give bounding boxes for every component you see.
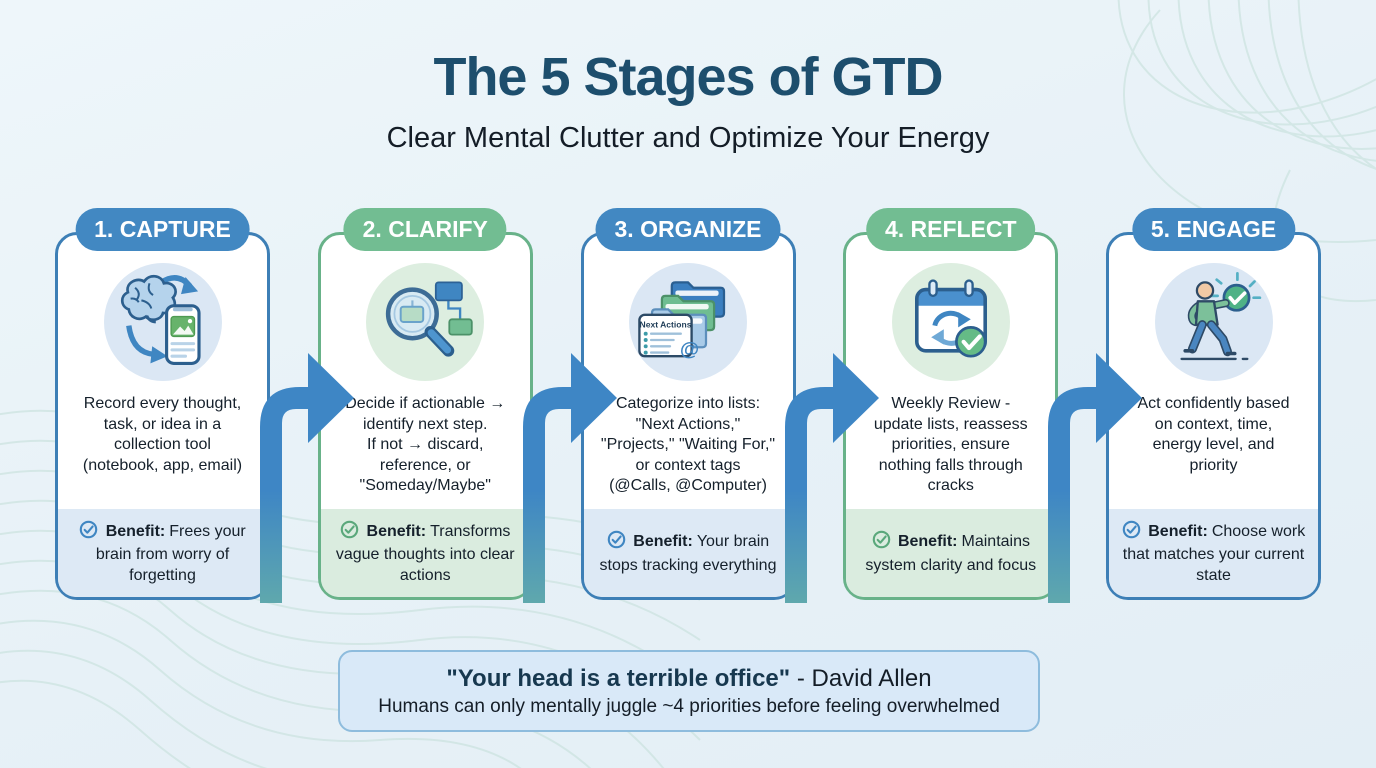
stage-cards-row: 1. CAPTURE xyxy=(55,208,1321,600)
benefit-label: Benefit: xyxy=(105,522,166,540)
quote-attribution: - David Allen xyxy=(790,664,932,692)
person-check-icon xyxy=(1179,272,1261,361)
benefit-label: Benefit: xyxy=(633,533,693,550)
at-symbol: @ xyxy=(680,338,699,360)
brain-to-phone-icon xyxy=(120,274,201,365)
stage-card-engage: 5. ENGAGE xyxy=(1106,208,1321,600)
stage-description: Weekly Review - update lists, reassess p… xyxy=(873,395,1028,494)
magnifier-flowchart-icon xyxy=(386,281,473,357)
benefit-label: Benefit: xyxy=(1148,522,1208,540)
benefit-text: Choose work that matches your current st… xyxy=(1122,522,1306,584)
stage-card-organize: 3. ORGANIZE xyxy=(580,208,796,600)
check-circle-icon xyxy=(1122,520,1145,543)
benefit-label: Benefit: xyxy=(897,533,958,550)
stage-description: Categorize into lists: "Next Actions," "… xyxy=(600,395,776,494)
stage-description: Decide if actionable → identify next ste… xyxy=(345,395,506,494)
stage-benefit: Benefit:Frees your brain from worry of f… xyxy=(58,509,267,597)
check-circle-icon xyxy=(340,520,363,543)
benefit-text: Maintains system clarity and focus xyxy=(865,533,1037,574)
stage-header-clarify: 2. CLARIFY xyxy=(343,208,507,251)
stage-benefit: Benefit:Maintains system clarity and foc… xyxy=(846,509,1056,597)
quote-box: "Your head is a terrible office" - David… xyxy=(338,650,1040,732)
stage-benefit: Benefit:Transforms vague thoughts into c… xyxy=(320,509,530,597)
stage-card-clarify: 2. CLARIFY Decide if ac xyxy=(317,208,533,600)
stage-header-engage: 5. ENGAGE xyxy=(1131,208,1296,251)
folders-lists-icon: Next Actions @ xyxy=(638,281,726,360)
check-circle-icon xyxy=(872,530,895,553)
folder-card-label: Next Actions xyxy=(640,319,692,329)
stage-benefit: Benefit:Your brain stops tracking everyt… xyxy=(583,509,793,597)
quote-text: "Your head is a terrible office" xyxy=(446,664,791,692)
stage-benefit: Benefit:Choose work that matches your cu… xyxy=(1109,509,1318,597)
benefit-label: Benefit: xyxy=(366,522,427,540)
quote-headline: "Your head is a terrible office" - David… xyxy=(446,665,931,693)
calendar-refresh-icon xyxy=(914,279,987,358)
stage-description: Record every thought, task, or idea in a… xyxy=(82,395,243,474)
stage-header-reflect: 4. REFLECT xyxy=(865,208,1036,251)
stage-card-reflect: 4. REFLECT xyxy=(843,208,1059,600)
stage-header-capture: 1. CAPTURE xyxy=(75,208,250,251)
page-subtitle: Clear Mental Clutter and Optimize Your E… xyxy=(386,122,990,154)
check-circle-icon xyxy=(79,520,102,543)
quote-subtext: Humans can only mentally juggle ~4 prior… xyxy=(378,695,1000,717)
stage-card-capture: 1. CAPTURE xyxy=(55,208,270,600)
stage-header-organize: 3. ORGANIZE xyxy=(595,208,781,251)
stage-description: Act confidently based on context, time, … xyxy=(1137,395,1290,474)
check-circle-icon xyxy=(607,530,630,553)
page-title: The 5 Stages of GTD xyxy=(433,47,943,107)
